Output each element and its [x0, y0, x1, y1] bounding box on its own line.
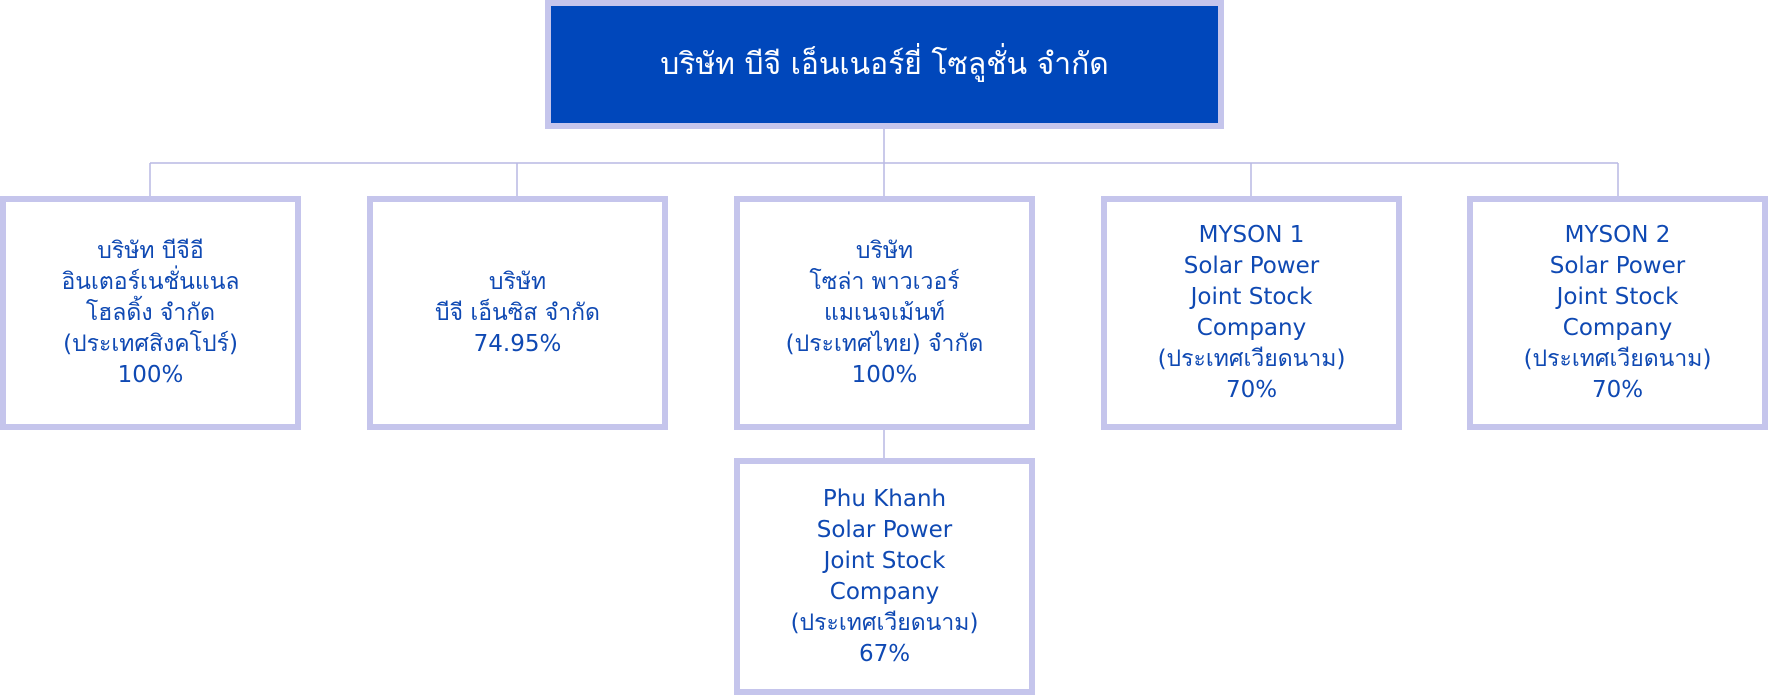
subsidiary-1-line-2: อินเตอร์เนชั่นแนล [61, 268, 240, 295]
subsidiary-5-line-4: Company [1562, 315, 1673, 341]
sub-subsidiary-line-1: Phu Khanh [822, 485, 947, 512]
sub-subsidiary-line-2: Solar Power [816, 516, 953, 543]
subsidiary-5-line-1: MYSON 2 [1564, 222, 1671, 248]
subsidiary-2-share: 74.95% [473, 330, 562, 357]
sub-subsidiary-line-5: (ประเทศเวียดนาม) [790, 609, 979, 636]
subsidiary-4-line-3: Joint Stock [1190, 284, 1313, 310]
sub-subsidiary-box: Phu Khanh Solar Power Joint Stock Compan… [734, 458, 1035, 695]
sub-subsidiary-share: 67% [858, 640, 911, 667]
root-company-name: บริษัท บีจี เอ็นเนอร์ยี่ โซลูชั่น จำกัด [660, 46, 1109, 82]
subsidiary-3-line-3: แมเนจเม้นท์ [824, 299, 945, 326]
subsidiary-5-line-2: Solar Power [1549, 253, 1686, 279]
subsidiary-1-share: 100% [117, 361, 184, 388]
subsidiary-1-line-1: บริษัท บีจีอี [97, 237, 204, 264]
subsidiary-box-1: บริษัท บีจีอี อินเตอร์เนชั่นแนล โฮลดิ้ง … [0, 196, 301, 430]
root-company-box: บริษัท บีจี เอ็นเนอร์ยี่ โซลูชั่น จำกัด [545, 0, 1224, 129]
subsidiary-5-line-5: (ประเทศเวียดนาม) [1523, 346, 1712, 372]
subsidiary-1-line-3: โฮลดิ้ง จำกัด [85, 299, 216, 326]
subsidiary-3-line-1: บริษัท [855, 237, 914, 264]
subsidiary-box-4: MYSON 1 Solar Power Joint Stock Company … [1101, 196, 1402, 430]
sub-subsidiary-line-4: Company [829, 578, 940, 605]
subsidiary-2-line-1: บริษัท [488, 268, 547, 295]
subsidiary-3-line-2: โซล่า พาวเวอร์ [809, 268, 960, 295]
subsidiary-3-line-4: (ประเทศไทย) จำกัด [785, 330, 984, 357]
subsidiary-4-line-2: Solar Power [1183, 253, 1320, 279]
subsidiary-1-line-4: (ประเทศสิงคโปร์) [63, 330, 238, 357]
subsidiary-box-5: MYSON 2 Solar Power Joint Stock Company … [1467, 196, 1768, 430]
subsidiary-4-line-4: Company [1196, 315, 1307, 341]
subsidiary-5-share: 70% [1591, 377, 1644, 403]
subsidiary-4-line-5: (ประเทศเวียดนาม) [1157, 346, 1346, 372]
subsidiary-3-share: 100% [851, 361, 918, 388]
subsidiary-box-3: บริษัท โซล่า พาวเวอร์ แมเนจเม้นท์ (ประเท… [734, 196, 1035, 430]
subsidiary-box-2: บริษัท บีจี เอ็นซิส จำกัด 74.95% [367, 196, 668, 430]
subsidiary-4-share: 70% [1225, 377, 1278, 403]
subsidiary-4-line-1: MYSON 1 [1198, 222, 1305, 248]
sub-subsidiary-line-3: Joint Stock [823, 547, 946, 574]
subsidiary-5-line-3: Joint Stock [1556, 284, 1679, 310]
subsidiary-2-line-2: บีจี เอ็นซิส จำกัด [435, 299, 600, 326]
